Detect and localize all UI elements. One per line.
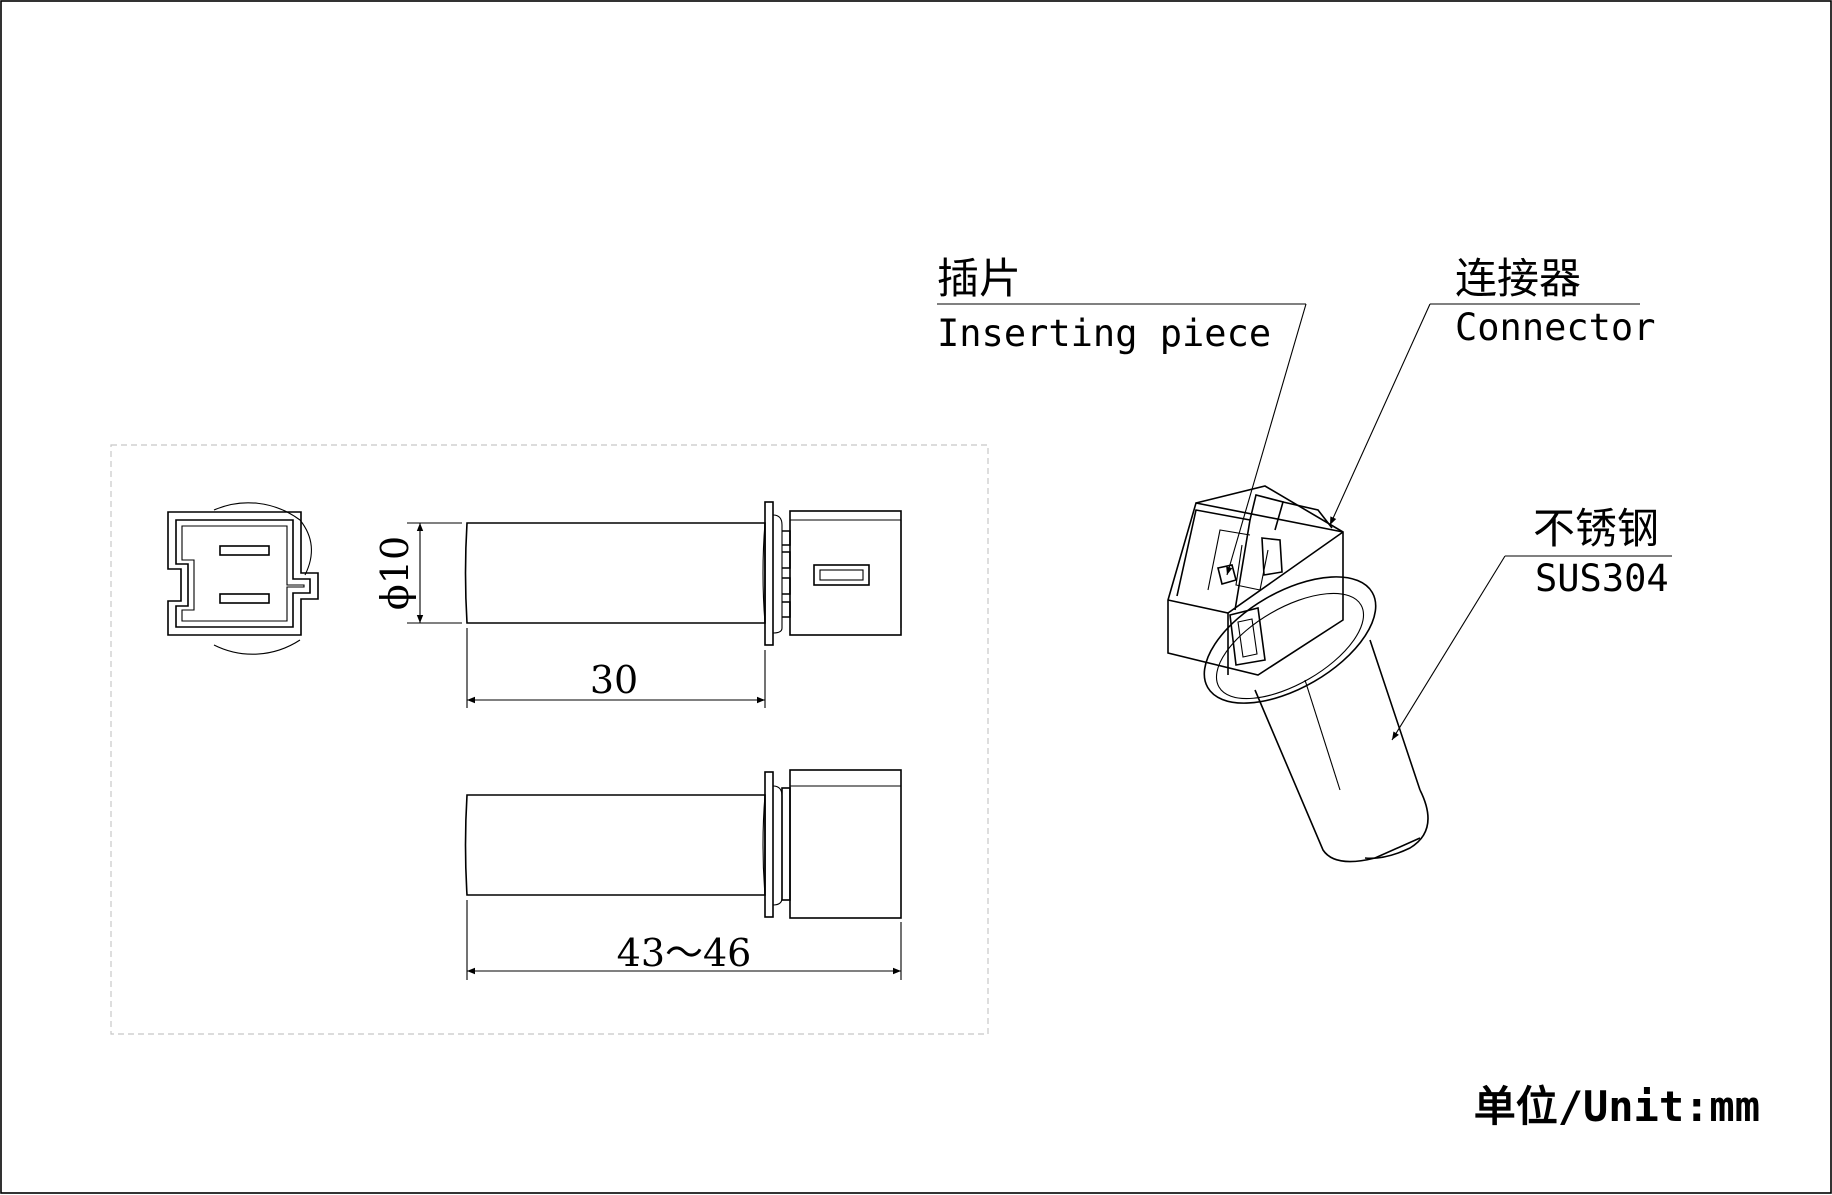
length-30-label: 30 [590,658,638,702]
callout-insert: 插片 Inserting piece [937,254,1307,576]
callout-connector: 连接器 Connector [1329,254,1655,526]
insert-label-en: Inserting piece [937,312,1271,355]
insert-label-cn: 插片 [937,254,1021,303]
unit-note: 单位/Unit:mm [1474,1082,1760,1131]
connector-window [813,564,870,586]
side-view-bottom [464,769,902,919]
connector-label-en: Connector [1455,306,1655,349]
end-view [167,502,319,655]
diameter-dimension: ϕ10 [373,522,462,624]
view-frame [110,444,989,1035]
connector-label-cn: 连接器 [1455,254,1581,303]
isometric-view [1167,485,1429,863]
callout-steel: 不锈钢 SUS304 [1391,504,1672,741]
pin-slot-top [219,545,270,556]
diameter-label: ϕ10 [373,536,417,610]
length-total-dimension: 43～46 [466,900,902,980]
steel-label-cn: 不锈钢 [1533,504,1659,553]
pin-slot-bottom [219,593,270,604]
length-total-label: 43～46 [617,931,752,975]
steel-label-en: SUS304 [1535,557,1669,600]
side-view-top [464,501,902,646]
length-30-dimension: 30 [466,628,766,708]
